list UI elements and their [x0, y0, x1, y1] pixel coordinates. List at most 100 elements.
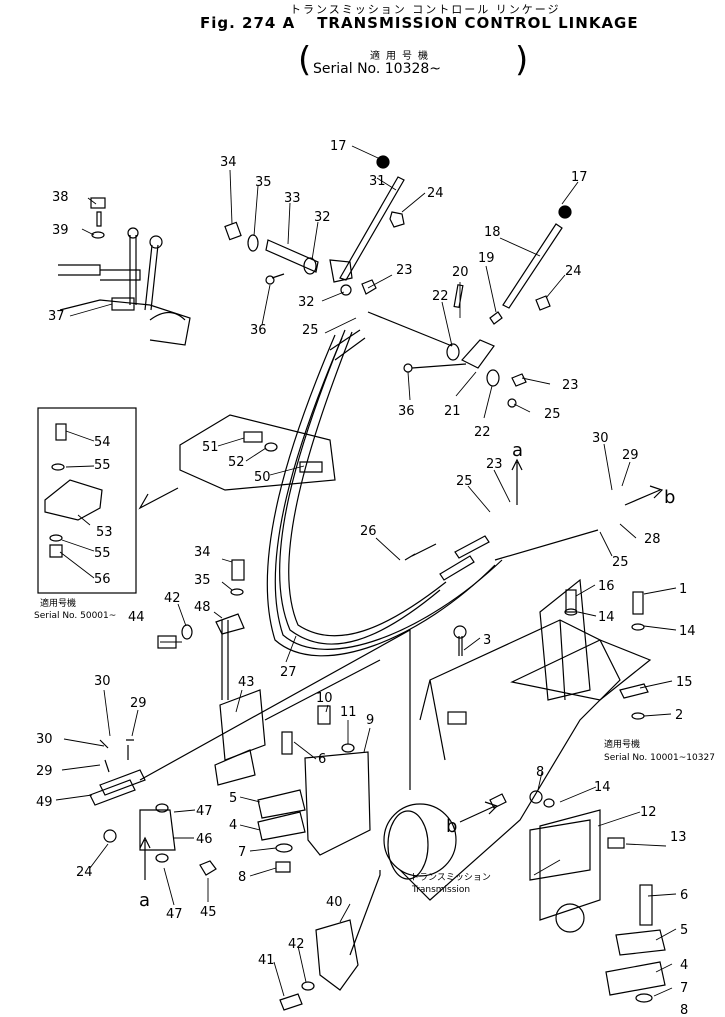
callout-41: 41 [258, 953, 275, 968]
shift-lever-right [367, 205, 572, 408]
callout-7: 7 [680, 981, 688, 996]
callout-34: 34 [194, 545, 211, 560]
inset-serial-jp: 適用号機 [40, 597, 76, 609]
callout-3: 3 [483, 633, 491, 648]
callout-37: 37 [48, 309, 65, 324]
callout-22: 22 [432, 289, 449, 304]
callout-16: 16 [598, 579, 615, 594]
shift-lever-left [224, 155, 405, 296]
transmission-label-jp: トランスミッション [410, 872, 491, 883]
reference-arrows [139, 458, 664, 880]
left-paren: ( [298, 40, 312, 80]
inset-detail-box [37, 407, 179, 594]
callout-32: 32 [314, 210, 331, 225]
mounting-brackets [257, 705, 666, 1003]
bottom-bracket [279, 870, 381, 1011]
callout-54: 54 [94, 435, 111, 450]
callout-6: 6 [680, 888, 688, 903]
japanese-title: トランスミッション コントロール リンケージ [290, 3, 561, 16]
control-cables [266, 329, 599, 657]
callout-23: 23 [396, 263, 413, 278]
callout-30: 30 [592, 431, 609, 446]
control-console [58, 197, 191, 346]
transmission-label: Transmission [411, 885, 470, 895]
callout-12: 12 [640, 805, 657, 820]
callout-14: 14 [679, 624, 696, 639]
callout-25: 25 [612, 555, 629, 570]
callout-35: 35 [255, 175, 272, 190]
figure-number: Fig. 274 A [200, 14, 296, 32]
callout-38: 38 [52, 190, 69, 205]
callout-7: 7 [238, 845, 246, 860]
callout-11: 11 [340, 705, 357, 720]
callout-44: 44 [128, 610, 145, 625]
right-paren: ) [515, 40, 529, 80]
callout-23: 23 [562, 378, 579, 393]
callout-14: 14 [594, 780, 611, 795]
callout-39: 39 [52, 223, 69, 238]
callout-5: 5 [680, 923, 688, 938]
callout-45: 45 [200, 905, 217, 920]
callout-26: 26 [360, 524, 377, 539]
callout-31: 31 [369, 174, 386, 189]
callout-25: 25 [456, 474, 473, 489]
callout-30: 30 [36, 732, 53, 747]
diagram-title: TRANSMISSION CONTROL LINKAGE [317, 14, 639, 32]
callout-8: 8 [680, 1003, 688, 1017]
serial-number: Serial No. 10328~ [313, 61, 442, 77]
right-serial-jp: 適用号機 [604, 738, 640, 750]
callout-40: 40 [326, 895, 343, 910]
callout-47: 47 [166, 907, 183, 922]
callout-29: 29 [622, 448, 639, 463]
callout-56: 56 [94, 572, 111, 587]
callout-34: 34 [220, 155, 237, 170]
callout-24: 24 [76, 865, 93, 880]
callout-30: 30 [94, 674, 111, 689]
callout-50: 50 [254, 470, 271, 485]
callout-17: 17 [571, 170, 588, 185]
callout-15: 15 [676, 675, 693, 690]
callout-4: 4 [680, 958, 688, 973]
callout-8: 8 [238, 870, 246, 885]
callout-19: 19 [478, 251, 495, 266]
callout-14: 14 [598, 610, 615, 625]
callout-28: 28 [644, 532, 661, 547]
callout-55: 55 [94, 546, 111, 561]
callout-2: 2 [675, 708, 683, 723]
callout-35: 35 [194, 573, 211, 588]
callout-36: 36 [398, 404, 415, 419]
callout-23: 23 [486, 457, 503, 472]
ref-a-lower: a [139, 890, 150, 911]
clamp-callout [179, 414, 336, 491]
callout-53: 53 [96, 525, 113, 540]
callout-46: 46 [196, 832, 213, 847]
callout-29: 29 [36, 764, 53, 779]
callout-33: 33 [284, 191, 301, 206]
right-serial: Serial No. 10001~10327 [604, 753, 715, 763]
callout-29: 29 [130, 696, 147, 711]
callout-9: 9 [366, 713, 374, 728]
callout-22: 22 [474, 425, 491, 440]
callout-36: 36 [250, 323, 267, 338]
ref-b-upper: b [664, 487, 675, 508]
callout-13: 13 [670, 830, 687, 845]
callout-27: 27 [280, 665, 297, 680]
callout-10: 10 [316, 691, 333, 706]
callout-48: 48 [194, 600, 211, 615]
callout-52: 52 [228, 455, 245, 470]
callout-21: 21 [444, 404, 461, 419]
callout-47: 47 [196, 804, 213, 819]
ref-b-lower: b [446, 816, 457, 837]
lower-linkage-left [89, 559, 411, 876]
serial-label-jp: 適用号機 [370, 51, 434, 62]
callout-24: 24 [565, 264, 582, 279]
callout-24: 24 [427, 186, 444, 201]
callout-55: 55 [94, 458, 111, 473]
callout-25: 25 [302, 323, 319, 338]
callout-20: 20 [452, 265, 469, 280]
callout-6: 6 [318, 752, 326, 767]
callout-8: 8 [536, 765, 544, 780]
callout-17: 17 [330, 139, 347, 154]
ref-a-upper: a [512, 440, 523, 461]
